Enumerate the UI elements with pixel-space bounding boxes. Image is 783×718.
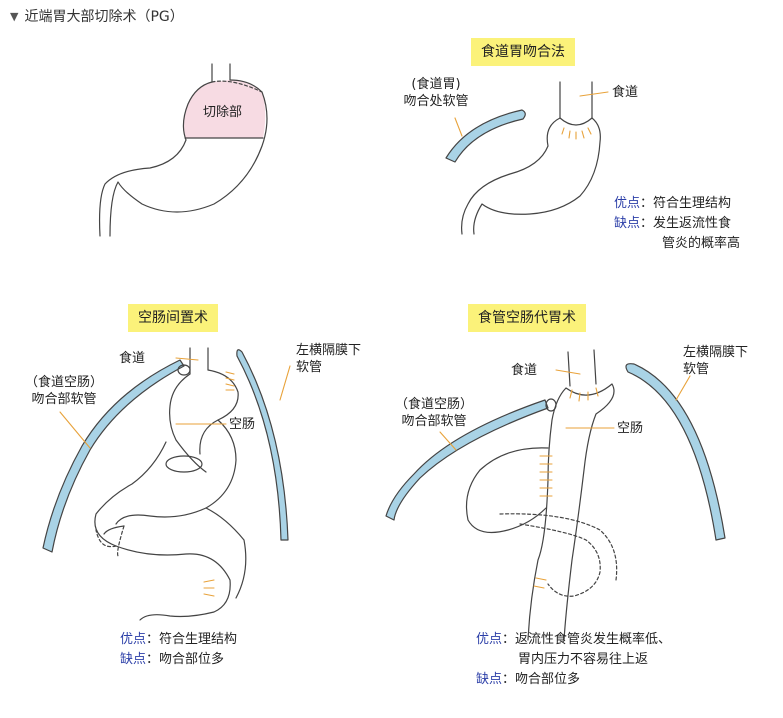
eg-esophagus-label: 食道 [612, 85, 639, 100]
ejg-pros-cons: 优点：返流性食管炎发生概率低、 胃内压力不容易往上返 缺点：吻合部位多 [476, 630, 671, 690]
ejg-remnant-stomach [465, 447, 549, 533]
ji-esophagus-label: 食道 [119, 351, 146, 366]
ji-pro-key: 优点 [120, 632, 147, 647]
ejg-dia-tube-line2: 软管 [683, 362, 710, 377]
stomach-resection-drawing [98, 63, 268, 237]
ejg-drawing [385, 349, 726, 641]
eg-drawing [445, 81, 601, 235]
ji-con-text: ：吻合部位多 [146, 652, 225, 667]
esophagus-stub [211, 63, 231, 83]
ejg-anastomosis-tube [385, 399, 549, 521]
ejg-pro-key: 优点 [476, 632, 503, 647]
eg-stomach [461, 117, 601, 235]
ejg-dia-tube-label: 左横隔膜下 软管 [683, 344, 748, 378]
ejg-diaphragm-tube [625, 363, 726, 541]
eg-esophagus [559, 81, 593, 119]
ji-jejunum-label: 空肠 [229, 417, 256, 432]
ji-esophagus [189, 347, 209, 375]
ejg-tube-label-line1: （食道空肠） [394, 397, 473, 412]
eg-pro-text: ：符合生理结构 [640, 196, 732, 211]
ejg-tube-label-line2: 吻合部软管 [401, 414, 467, 429]
ejg-con-key: 缺点 [476, 672, 503, 687]
eg-tube-label: (食道胃) 吻合处软管 [386, 76, 486, 110]
ejg-bypass-loop [499, 513, 618, 597]
ejg-jejunum-label: 空肠 [617, 421, 644, 436]
triangle-down-icon[interactable]: ▼ [10, 9, 19, 23]
ji-dia-tube-label: 左横隔膜下 软管 [296, 342, 361, 376]
ejg-dia-tube-line1: 左横隔膜下 [683, 345, 749, 360]
eg-con-key: 缺点 [614, 216, 641, 231]
ji-diaphragm-tube [236, 349, 289, 541]
ji-dia-tube-line1: 左横隔膜下 [296, 343, 362, 358]
ji-drawing [42, 347, 289, 621]
ejg-pro-text-2: 胃内压力不容易往上返 [518, 652, 649, 667]
eg-pros-cons: 优点：符合生理结构 缺点：发生返流性食 管炎的概率高 [614, 194, 740, 254]
eg-anastomosis-tube [445, 109, 526, 163]
ji-tube-label-line1: （食道空肠） [24, 375, 103, 390]
ejg-pro-text-1: ：返流性食管炎发生概率低、 [502, 632, 672, 647]
eg-tube-label-line2: 吻合处软管 [403, 94, 469, 109]
resection-cut-line [211, 80, 263, 93]
ji-pros-cons: 优点：符合生理结构 缺点：吻合部位多 [120, 630, 237, 670]
eg-con-text-1: ：发生返流性食 [640, 216, 732, 231]
eg-tag: 食道胃吻合法 [471, 38, 575, 66]
ejg-tag: 食管空肠代胃术 [468, 304, 586, 332]
ji-anastomosis-tube [42, 359, 185, 553]
resection-label: 切除部 [203, 105, 243, 120]
ejg-esophagus [567, 349, 597, 387]
eg-tube-label-line1: (食道胃) [411, 77, 461, 92]
ji-pro-text: ：符合生理结构 [146, 632, 238, 647]
ji-jejunum-loop [169, 369, 239, 473]
ji-con-key: 缺点 [120, 652, 147, 667]
ejg-con-text: ：吻合部位多 [502, 672, 581, 687]
section-title: 近端胃大部切除术（PG） [24, 9, 184, 25]
ji-duodenum [103, 507, 247, 621]
ji-dia-tube-line2: 软管 [296, 360, 323, 375]
eg-pro-key: 优点 [614, 196, 641, 211]
eg-con-text-2: 管炎的概率高 [662, 236, 741, 251]
resection-area [184, 80, 266, 138]
section-header[interactable]: ▼ 近端胃大部切除术（PG） [10, 6, 184, 26]
ji-tag: 空肠间置术 [128, 304, 218, 332]
ji-tube-label: （食道空肠） 吻合部软管 [16, 374, 112, 408]
ejg-esophagus-label: 食道 [511, 363, 538, 378]
ejg-tube-label: （食道空肠） 吻合部软管 [386, 396, 482, 430]
ji-tube-label-line2: 吻合部软管 [31, 392, 97, 407]
